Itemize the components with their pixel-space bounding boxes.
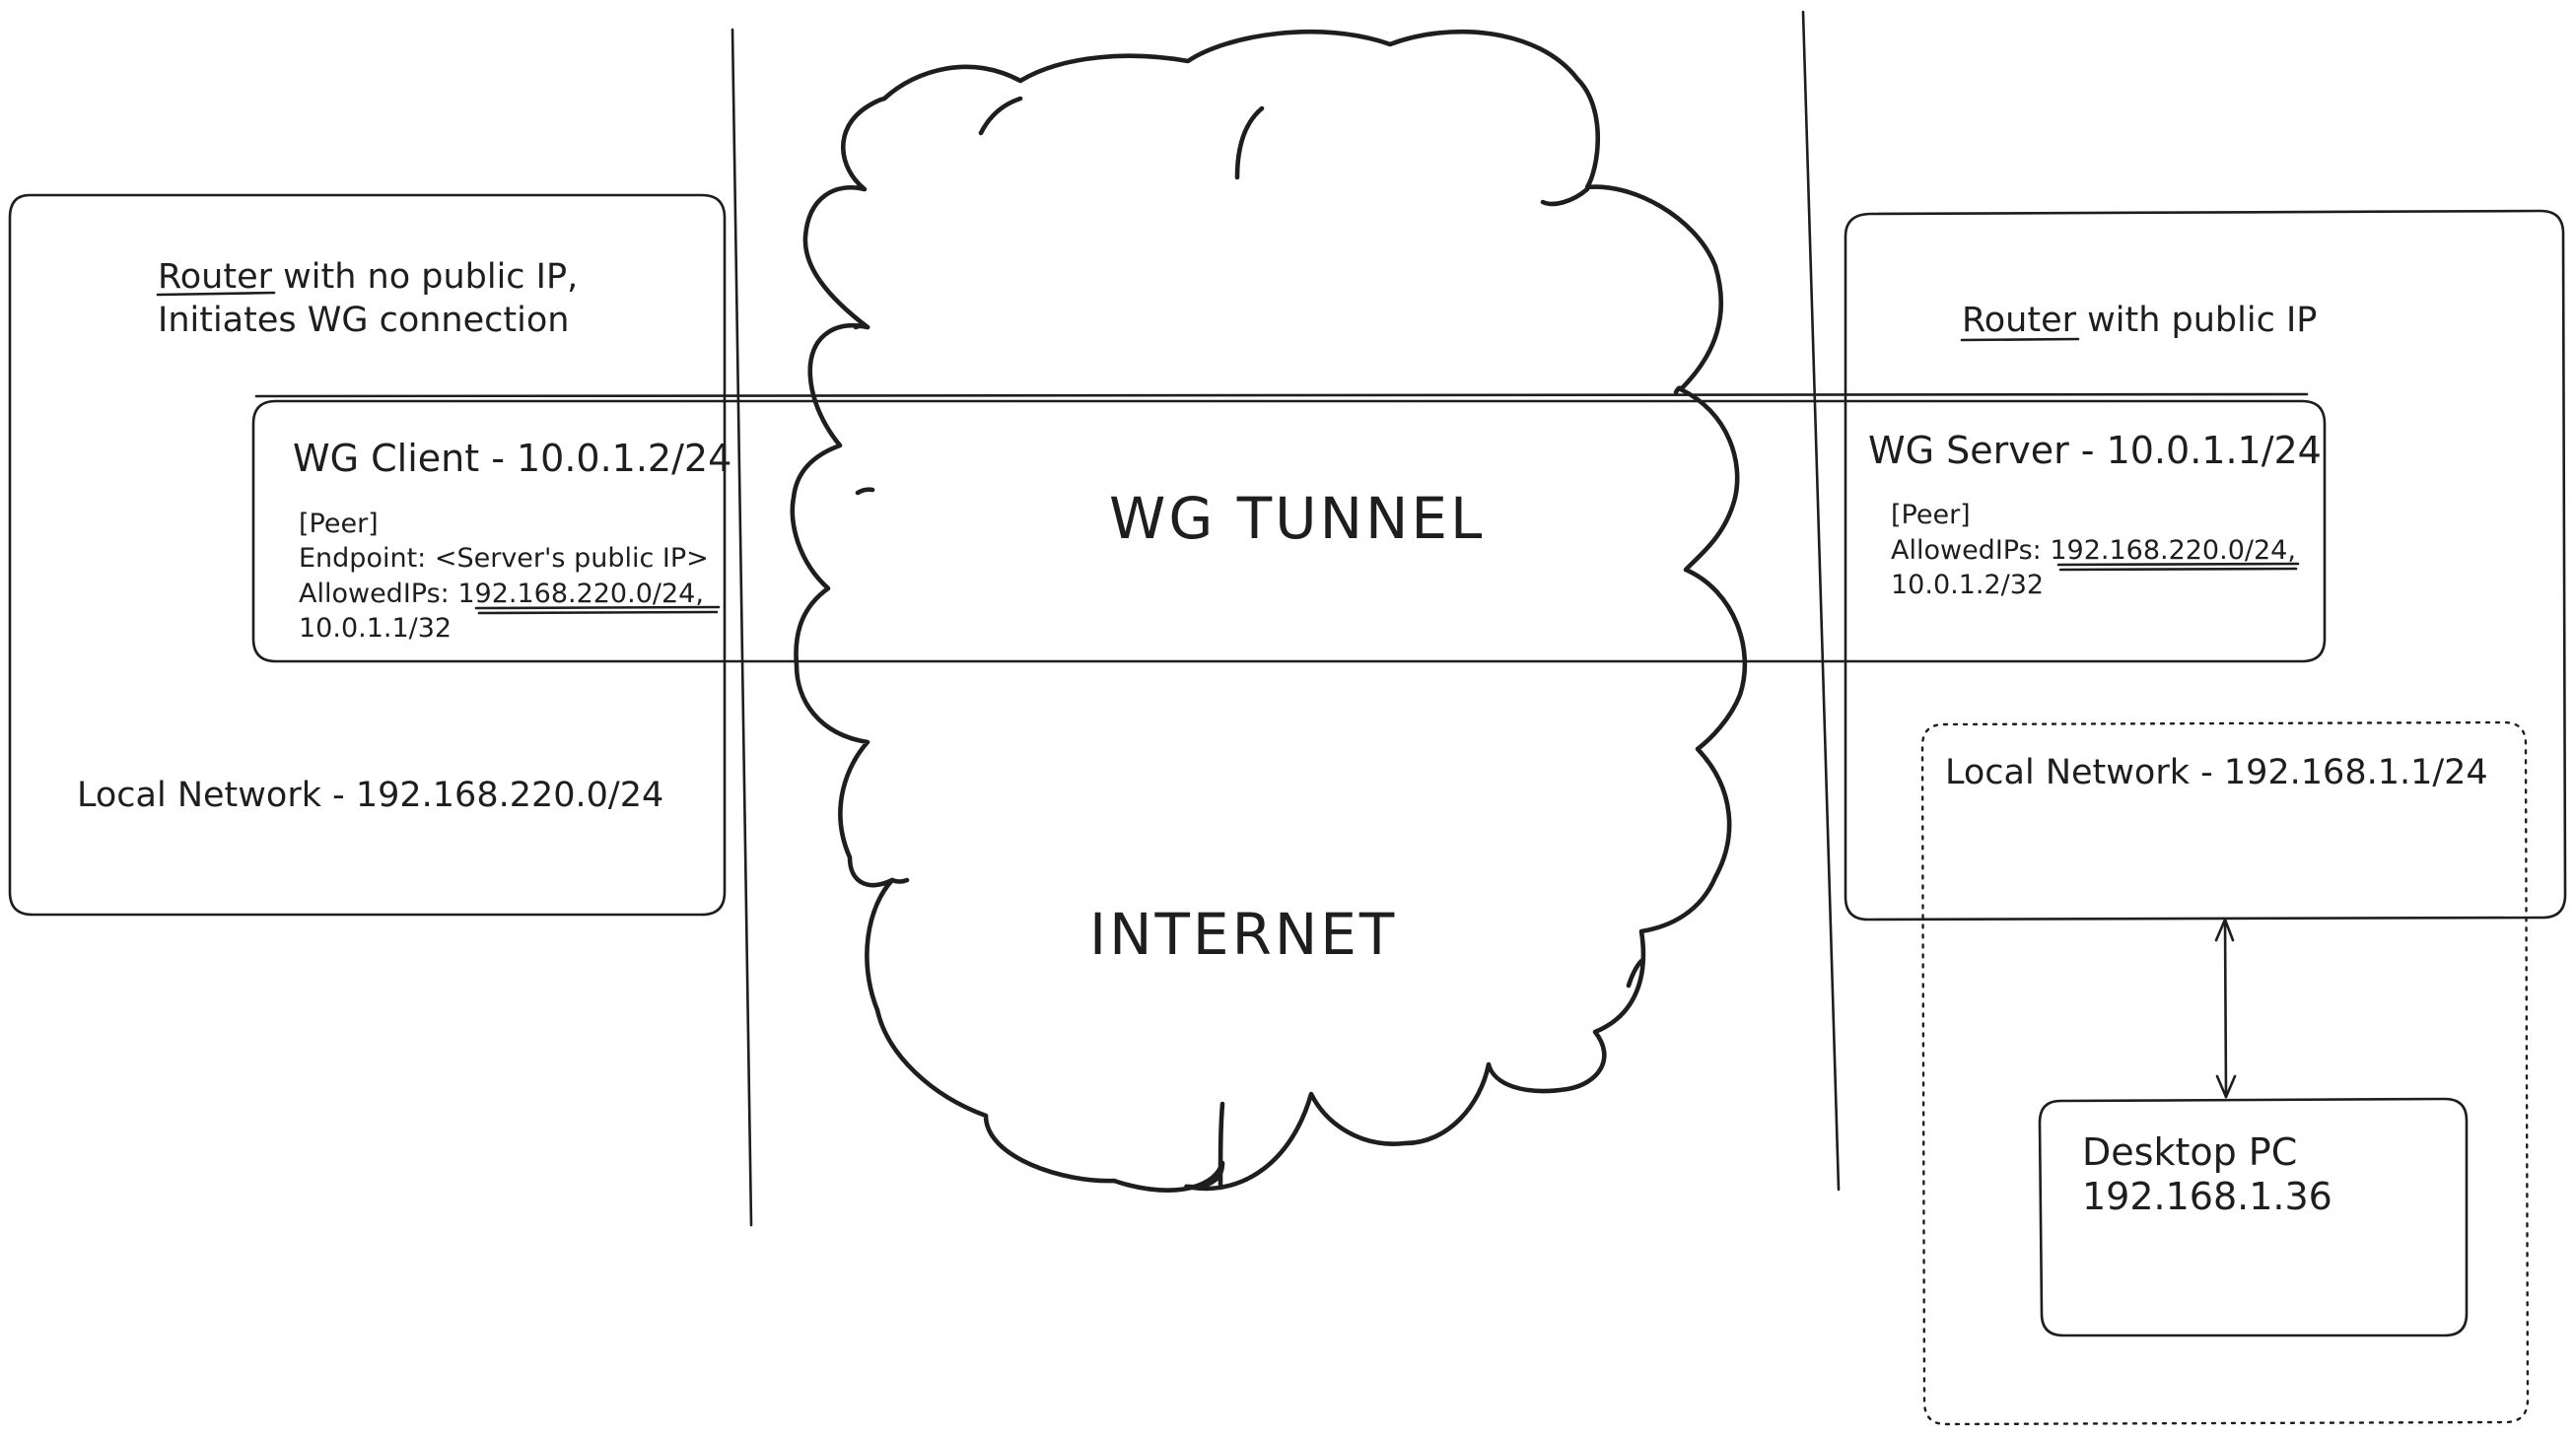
wg-tunnel-top-sketch: [254, 392, 2309, 398]
right-router-title-word: Router: [1962, 301, 2077, 340]
wg-server-allowed-comma: ,: [2287, 535, 2296, 566]
wg-client-allowed: AllowedIPs: 192.168.220.0/24,: [299, 579, 704, 609]
right-router-title-rest: with public IP: [2076, 301, 2317, 340]
wg-client-allowed-comma: ,: [695, 579, 704, 609]
cloud-detail-7: [889, 877, 910, 884]
cloud-detail-6: [855, 487, 875, 496]
wg-server-subnet-underline-2: [2058, 567, 2298, 572]
cloud-detail-8: [1626, 958, 1644, 989]
arrow-head-down: [2215, 1074, 2237, 1099]
wg-client-endpoint: Endpoint: <Server's public IP>: [299, 543, 709, 574]
right-router-box: [1844, 209, 2567, 922]
wg-client-allowed-prefix: AllowedIPs:: [299, 579, 457, 609]
left-router-title-underline: [156, 291, 276, 297]
wg-tunnel-label: WG TUNNEL: [1109, 485, 1485, 552]
left-router-title-line1: Router with no public IP,: [158, 257, 578, 297]
left-router-title-line2: Initiates WG connection: [158, 301, 569, 340]
left-router-box: [8, 193, 727, 917]
desktop-pc-name: Desktop PC: [2082, 1130, 2297, 1174]
wg-server-peer: [Peer]: [1891, 500, 1971, 530]
cloud-detail-2: [1234, 105, 1265, 180]
wg-client-subnet-underline: [474, 605, 721, 610]
wg-server-allowed-subnet: 192.168.220.0/24: [2050, 535, 2287, 566]
cloud-detail-5: [853, 323, 870, 330]
wg-tunnel-band: [251, 399, 2327, 663]
wg-client-peer: [Peer]: [299, 509, 379, 539]
desktop-pc-ip: 192.168.1.36: [2082, 1175, 2332, 1218]
cloud-detail-1: [978, 96, 1023, 136]
router-desktop-arrow: [2223, 918, 2228, 1099]
left-local-network-label: Local Network - 192.168.220.0/24: [77, 776, 663, 815]
internet-label: INTERNET: [1089, 901, 1397, 968]
right-local-network-box: [1920, 720, 2530, 1426]
desktop-pc-box: [2038, 1097, 2469, 1337]
arrow-head-up: [2214, 918, 2235, 942]
wg-server-allowed-prefix: AllowedIPs:: [1891, 535, 2050, 566]
cloud-detail-4: [1673, 385, 1684, 395]
wg-server-heading: WG Server - 10.0.1.1/24: [1868, 429, 2322, 472]
right-divider-line: [1801, 10, 1841, 1192]
left-divider-line: [731, 28, 753, 1227]
right-router-title: Router with public IP: [1962, 301, 2317, 340]
right-router-title-underline: [1960, 337, 2080, 342]
wg-client-heading: WG Client - 10.0.1.2/24: [293, 437, 731, 480]
wg-client-subnet-underline-2: [477, 610, 719, 615]
cloud-detail-3: [1540, 186, 1590, 207]
cloud-detail-9: [1218, 1101, 1225, 1191]
wg-server-allowed-line2: 10.0.1.2/32: [1891, 570, 2044, 600]
left-router-title-word: Router: [158, 257, 273, 297]
left-router-title-rest: with no public IP,: [272, 257, 578, 297]
right-local-network-label: Local Network - 192.168.1.1/24: [1945, 753, 2488, 792]
internet-cloud-shape: [790, 29, 1748, 1193]
wg-server-subnet-underline: [2056, 562, 2300, 567]
wg-server-allowed: AllowedIPs: 192.168.220.0/24,: [1891, 535, 2296, 566]
wg-client-allowed-subnet: 192.168.220.0/24: [457, 579, 695, 609]
wg-client-allowed-line2: 10.0.1.1/32: [299, 613, 452, 644]
